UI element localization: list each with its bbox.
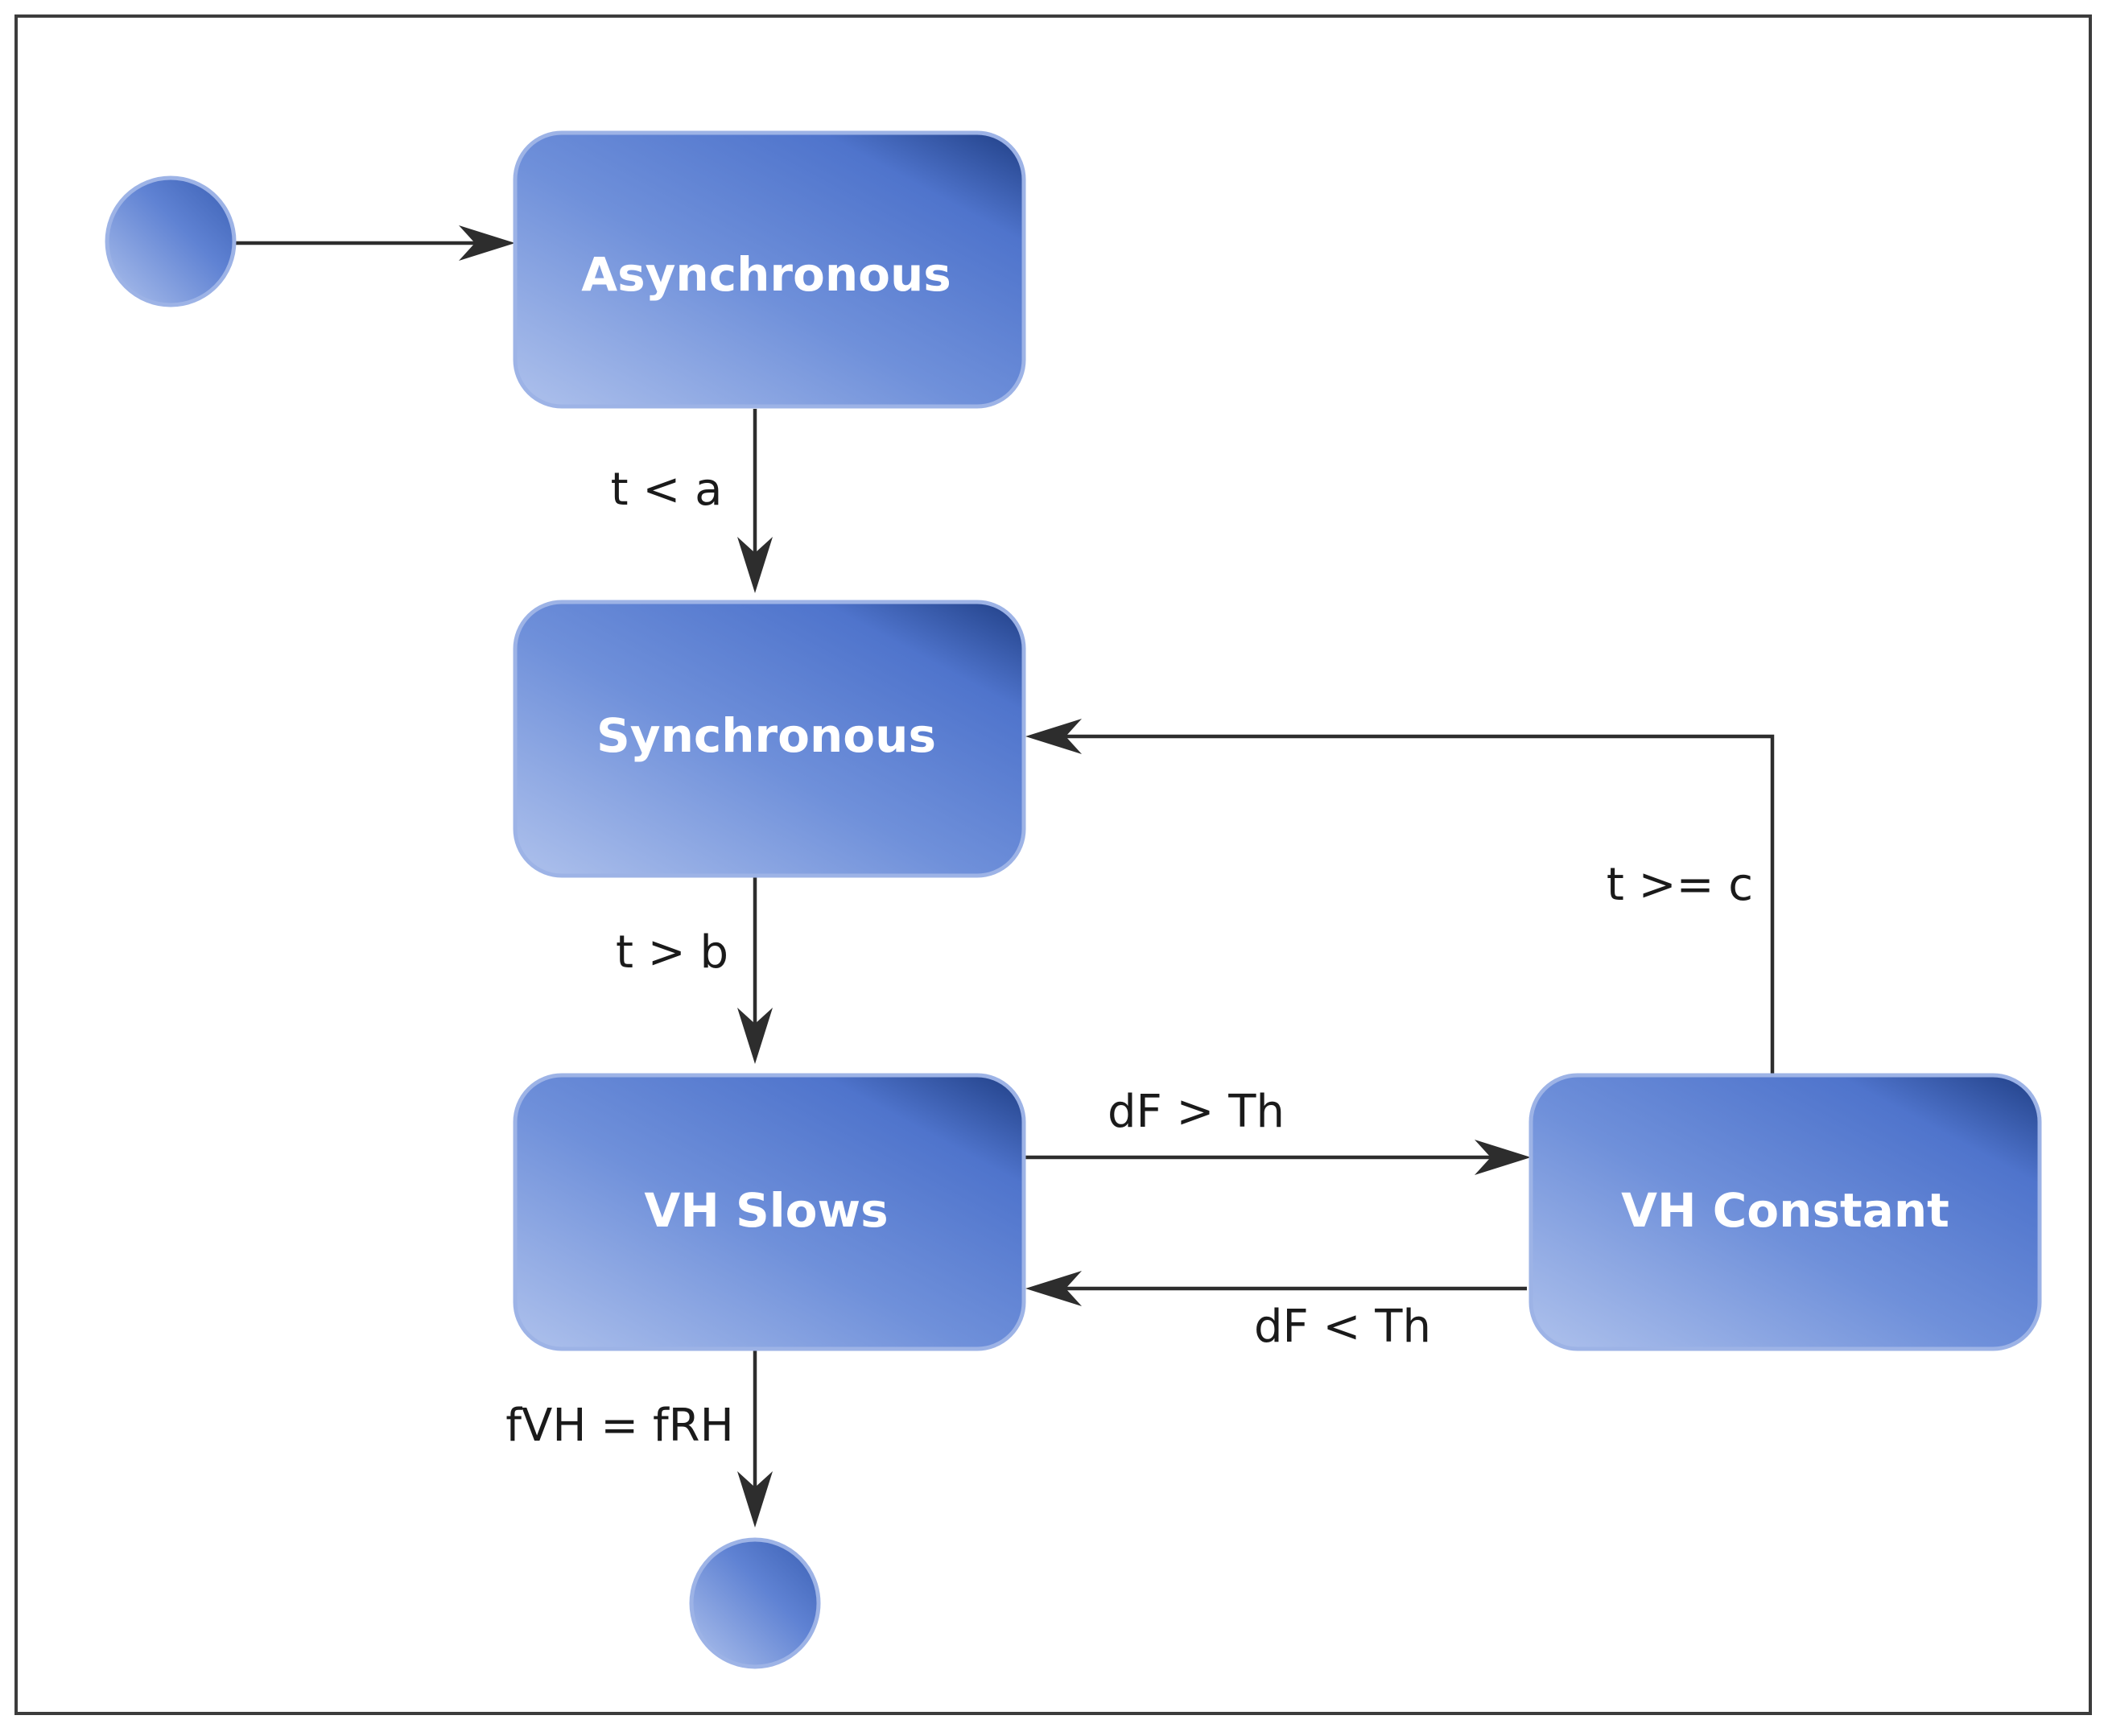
state-vh-constant-label: VH Constant: [1621, 1183, 1949, 1238]
arrowhead-initial: [459, 225, 515, 261]
label-slows-to-final: fVH = fRH: [505, 1400, 733, 1452]
arrowhead-sync-to-slows: [737, 1008, 773, 1064]
edges: [235, 225, 1775, 1528]
label-async-to-sync: t < a: [611, 464, 723, 516]
arrowhead-slows-to-final: [737, 1471, 773, 1528]
state-vh-slows-label: VH Slows: [644, 1183, 888, 1238]
state-asynchronous-label: Asynchronous: [581, 247, 951, 302]
state-vh-slows: VH Slows: [513, 1073, 1026, 1351]
arrowhead-constant-to-sync: [1025, 719, 1082, 754]
label-sync-to-slows: t > b: [616, 926, 728, 979]
final-state-node: [689, 1537, 821, 1669]
label-constant-to-sync: t >= c: [1607, 859, 1753, 911]
state-vh-constant: VH Constant: [1528, 1073, 2042, 1351]
initial-state-node: [105, 175, 237, 307]
arrowhead-slows-to-constant: [1475, 1140, 1531, 1175]
label-slows-to-constant: dF > Th: [1108, 1086, 1285, 1138]
state-synchronous-label: Synchronous: [596, 708, 936, 763]
edge-constant-to-sync: [1051, 734, 1775, 1074]
label-constant-to-slows: dF < Th: [1254, 1301, 1431, 1353]
diagram-frame: [14, 14, 2092, 1715]
arrowhead-async-to-sync: [737, 537, 773, 593]
arrowhead-constant-to-slows: [1025, 1271, 1082, 1306]
state-asynchronous: Asynchronous: [513, 130, 1026, 409]
state-synchronous: Synchronous: [513, 600, 1026, 878]
